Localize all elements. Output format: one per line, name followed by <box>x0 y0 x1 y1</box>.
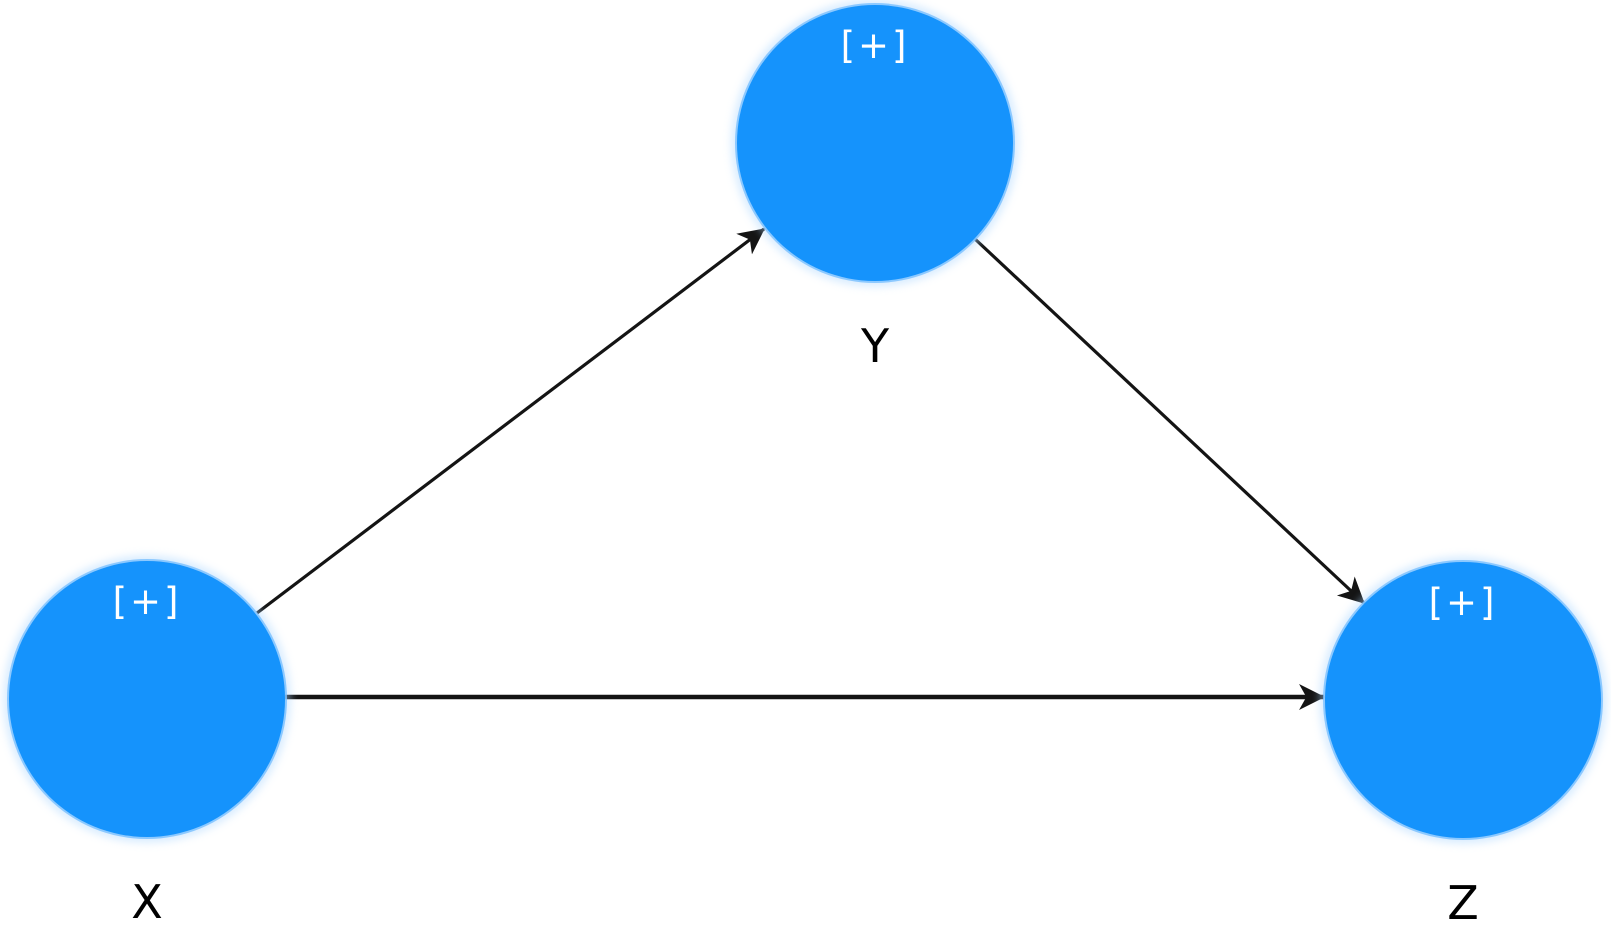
node-z-expand-badge[interactable]: [+] <box>1428 581 1498 624</box>
node-y[interactable]: [+] Y <box>737 5 1013 369</box>
node-z-label: Z <box>1447 876 1479 930</box>
node-x-circle[interactable]: [+] <box>9 561 285 837</box>
edge-x-to-y[interactable] <box>256 227 765 615</box>
node-x-expand-badge[interactable]: [+] <box>112 580 182 623</box>
node-y-expand-badge[interactable]: [+] <box>840 24 910 67</box>
node-z[interactable]: [+] Z <box>1325 562 1601 926</box>
edge-y-to-z[interactable] <box>973 237 1366 605</box>
node-y-circle[interactable]: [+] <box>737 5 1013 281</box>
node-x-label: X <box>131 875 163 929</box>
node-y-label: Y <box>860 319 890 373</box>
node-z-circle[interactable]: [+] <box>1325 562 1601 838</box>
node-x[interactable]: [+] X <box>9 561 285 925</box>
